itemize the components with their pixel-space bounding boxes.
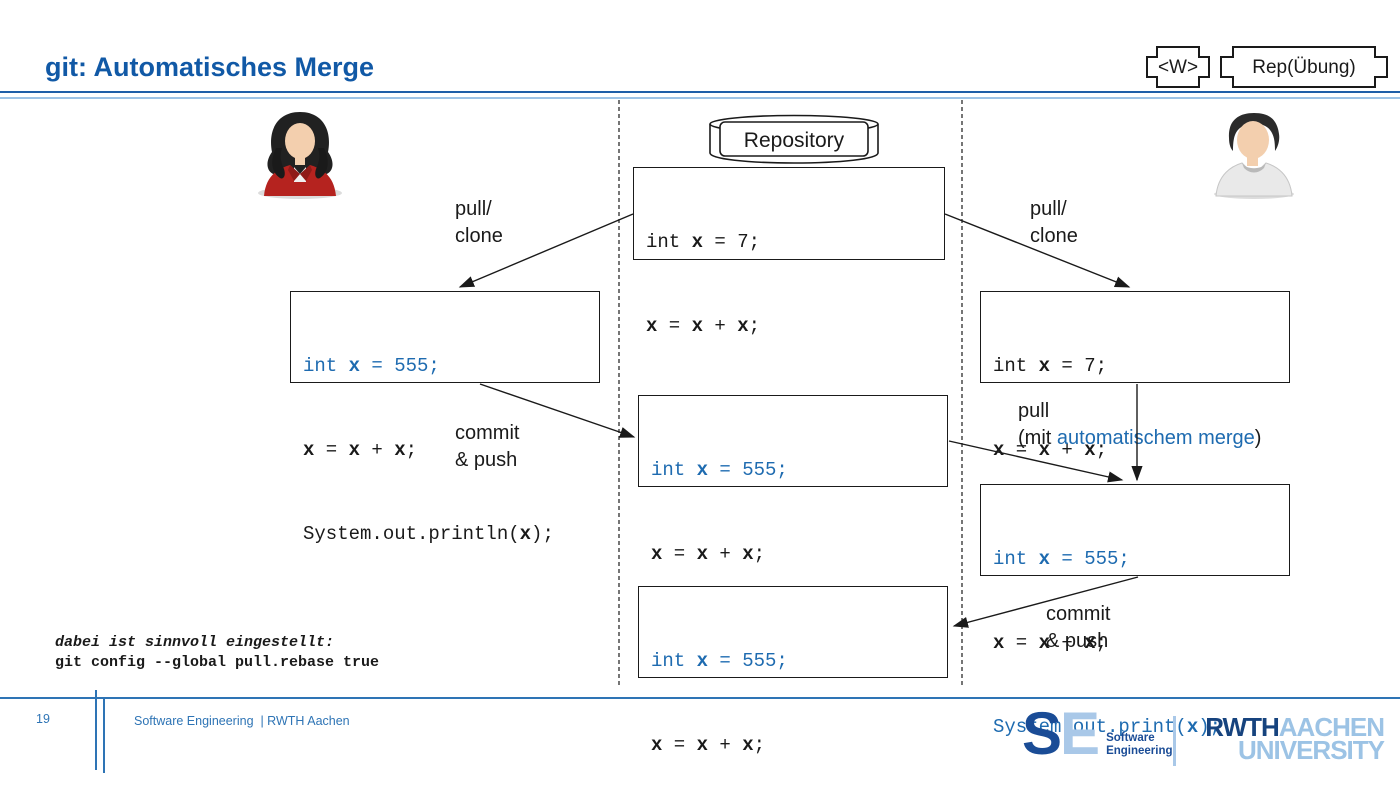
- code-line: int x = 7;: [993, 355, 1108, 377]
- code-line: x = x + x;: [993, 632, 1108, 654]
- se-logo-caption: Software Engineering: [1106, 732, 1172, 758]
- label-line: clone: [455, 225, 503, 247]
- page-title: git: Automatisches Merge: [45, 52, 375, 82]
- footer-rule: [0, 697, 1400, 699]
- footer-caption: Software Engineering | RWTH Aachen: [134, 714, 350, 728]
- label-line: & push: [455, 449, 518, 471]
- se-logo-caption-line: Engineering: [1106, 745, 1173, 757]
- rwth-logo-university: UNIVERSITY: [1237, 735, 1385, 765]
- label-pull-clone-right: pull/ clone: [1030, 196, 1078, 250]
- code-line: int x = 555;: [651, 650, 788, 672]
- footer-divider-line-2: [103, 697, 105, 773]
- rwth-logo-rwth: RWTH: [1205, 712, 1280, 742]
- code-line: int x = 555;: [651, 459, 788, 481]
- label-pull-merge: pull (mit automatischem merge): [1018, 398, 1261, 452]
- title-rule-light: [0, 97, 1400, 99]
- label-line: pull: [1018, 400, 1050, 422]
- user-man-icon: [1214, 113, 1294, 199]
- label-line: (mit automatischem merge): [1018, 425, 1261, 452]
- code-box-right-working-copy-1: int x = 7; x = x + x; System.out.print(x…: [980, 291, 1290, 545]
- logo-separator: [1173, 716, 1176, 766]
- label-pull-clone-left: pull/ clone: [455, 196, 503, 250]
- code-line: System.out.print(x);: [993, 716, 1222, 738]
- label-commit-push-left: commit & push: [455, 420, 519, 474]
- label-line: commit: [455, 422, 520, 444]
- code-line: System.out.println(x);: [303, 523, 554, 545]
- config-note: dabei ist sinnvoll eingestellt: git conf…: [55, 633, 379, 673]
- code-box-right-working-copy-merged: int x = 555; x = x + x; System.out.print…: [980, 484, 1290, 738]
- code-line: x = x + x;: [651, 734, 766, 756]
- label-segment-highlight: automatischem merge: [1056, 427, 1255, 449]
- code-box-repo-initial: int x = 7; x = x + x; System.out.println…: [633, 167, 945, 421]
- label-line: clone: [1030, 225, 1078, 247]
- user-woman-icon: [258, 112, 342, 199]
- label-line: & push: [1046, 630, 1109, 652]
- se-logo-s: S: [1022, 700, 1062, 767]
- label-line: commit: [1046, 603, 1111, 625]
- code-line: int x = 555;: [993, 548, 1130, 570]
- label-commit-push-right: commit & push: [1046, 601, 1110, 655]
- rwth-logo-aachen: AACHEN: [1278, 712, 1385, 742]
- se-logo-e: E: [1060, 700, 1100, 767]
- code-box-repo-final: int x = 555; x = x + x; System.out.print…: [638, 586, 948, 756]
- label-segment: (mit: [1018, 427, 1057, 449]
- label-segment: ): [1254, 427, 1262, 449]
- se-logo-caption-line: Software: [1106, 732, 1155, 744]
- repository-database-icon: Repository: [709, 114, 879, 164]
- title-rule-dark: [0, 91, 1400, 93]
- code-line: int x = 555;: [303, 355, 440, 377]
- code-line: x = x + x;: [651, 543, 766, 565]
- code-line: int x = 7;: [646, 231, 761, 253]
- page-number: 19: [36, 712, 50, 726]
- config-note-intro: dabei ist sinnvoll eingestellt:: [55, 634, 335, 651]
- label-line: pull/: [1030, 198, 1067, 220]
- repository-tag-label: Rep(Übung): [1252, 57, 1356, 78]
- repository-tag-shape: Rep(Übung): [1220, 46, 1388, 88]
- tool-tag-shape: <W>: [1146, 46, 1210, 88]
- config-note-command: git config --global pull.rebase true: [55, 654, 380, 671]
- code-box-repo-after-push: int x = 555; x = x + x; System.out.print…: [638, 395, 948, 649]
- code-box-left-working-copy: int x = 555; x = x + x; System.out.print…: [290, 291, 600, 545]
- tool-tag-label: <W>: [1158, 57, 1198, 78]
- footer-divider-line-1: [95, 690, 97, 770]
- label-line: pull/: [455, 198, 492, 220]
- rwth-logo: RWTHAACHEN UNIVERSITY: [1188, 714, 1385, 765]
- repository-label: Repository: [744, 129, 845, 152]
- rwth-logo-line1: RWTHAACHEN: [1188, 714, 1385, 740]
- code-line: x = x + x;: [646, 315, 761, 337]
- code-line: x = x + x;: [303, 439, 418, 461]
